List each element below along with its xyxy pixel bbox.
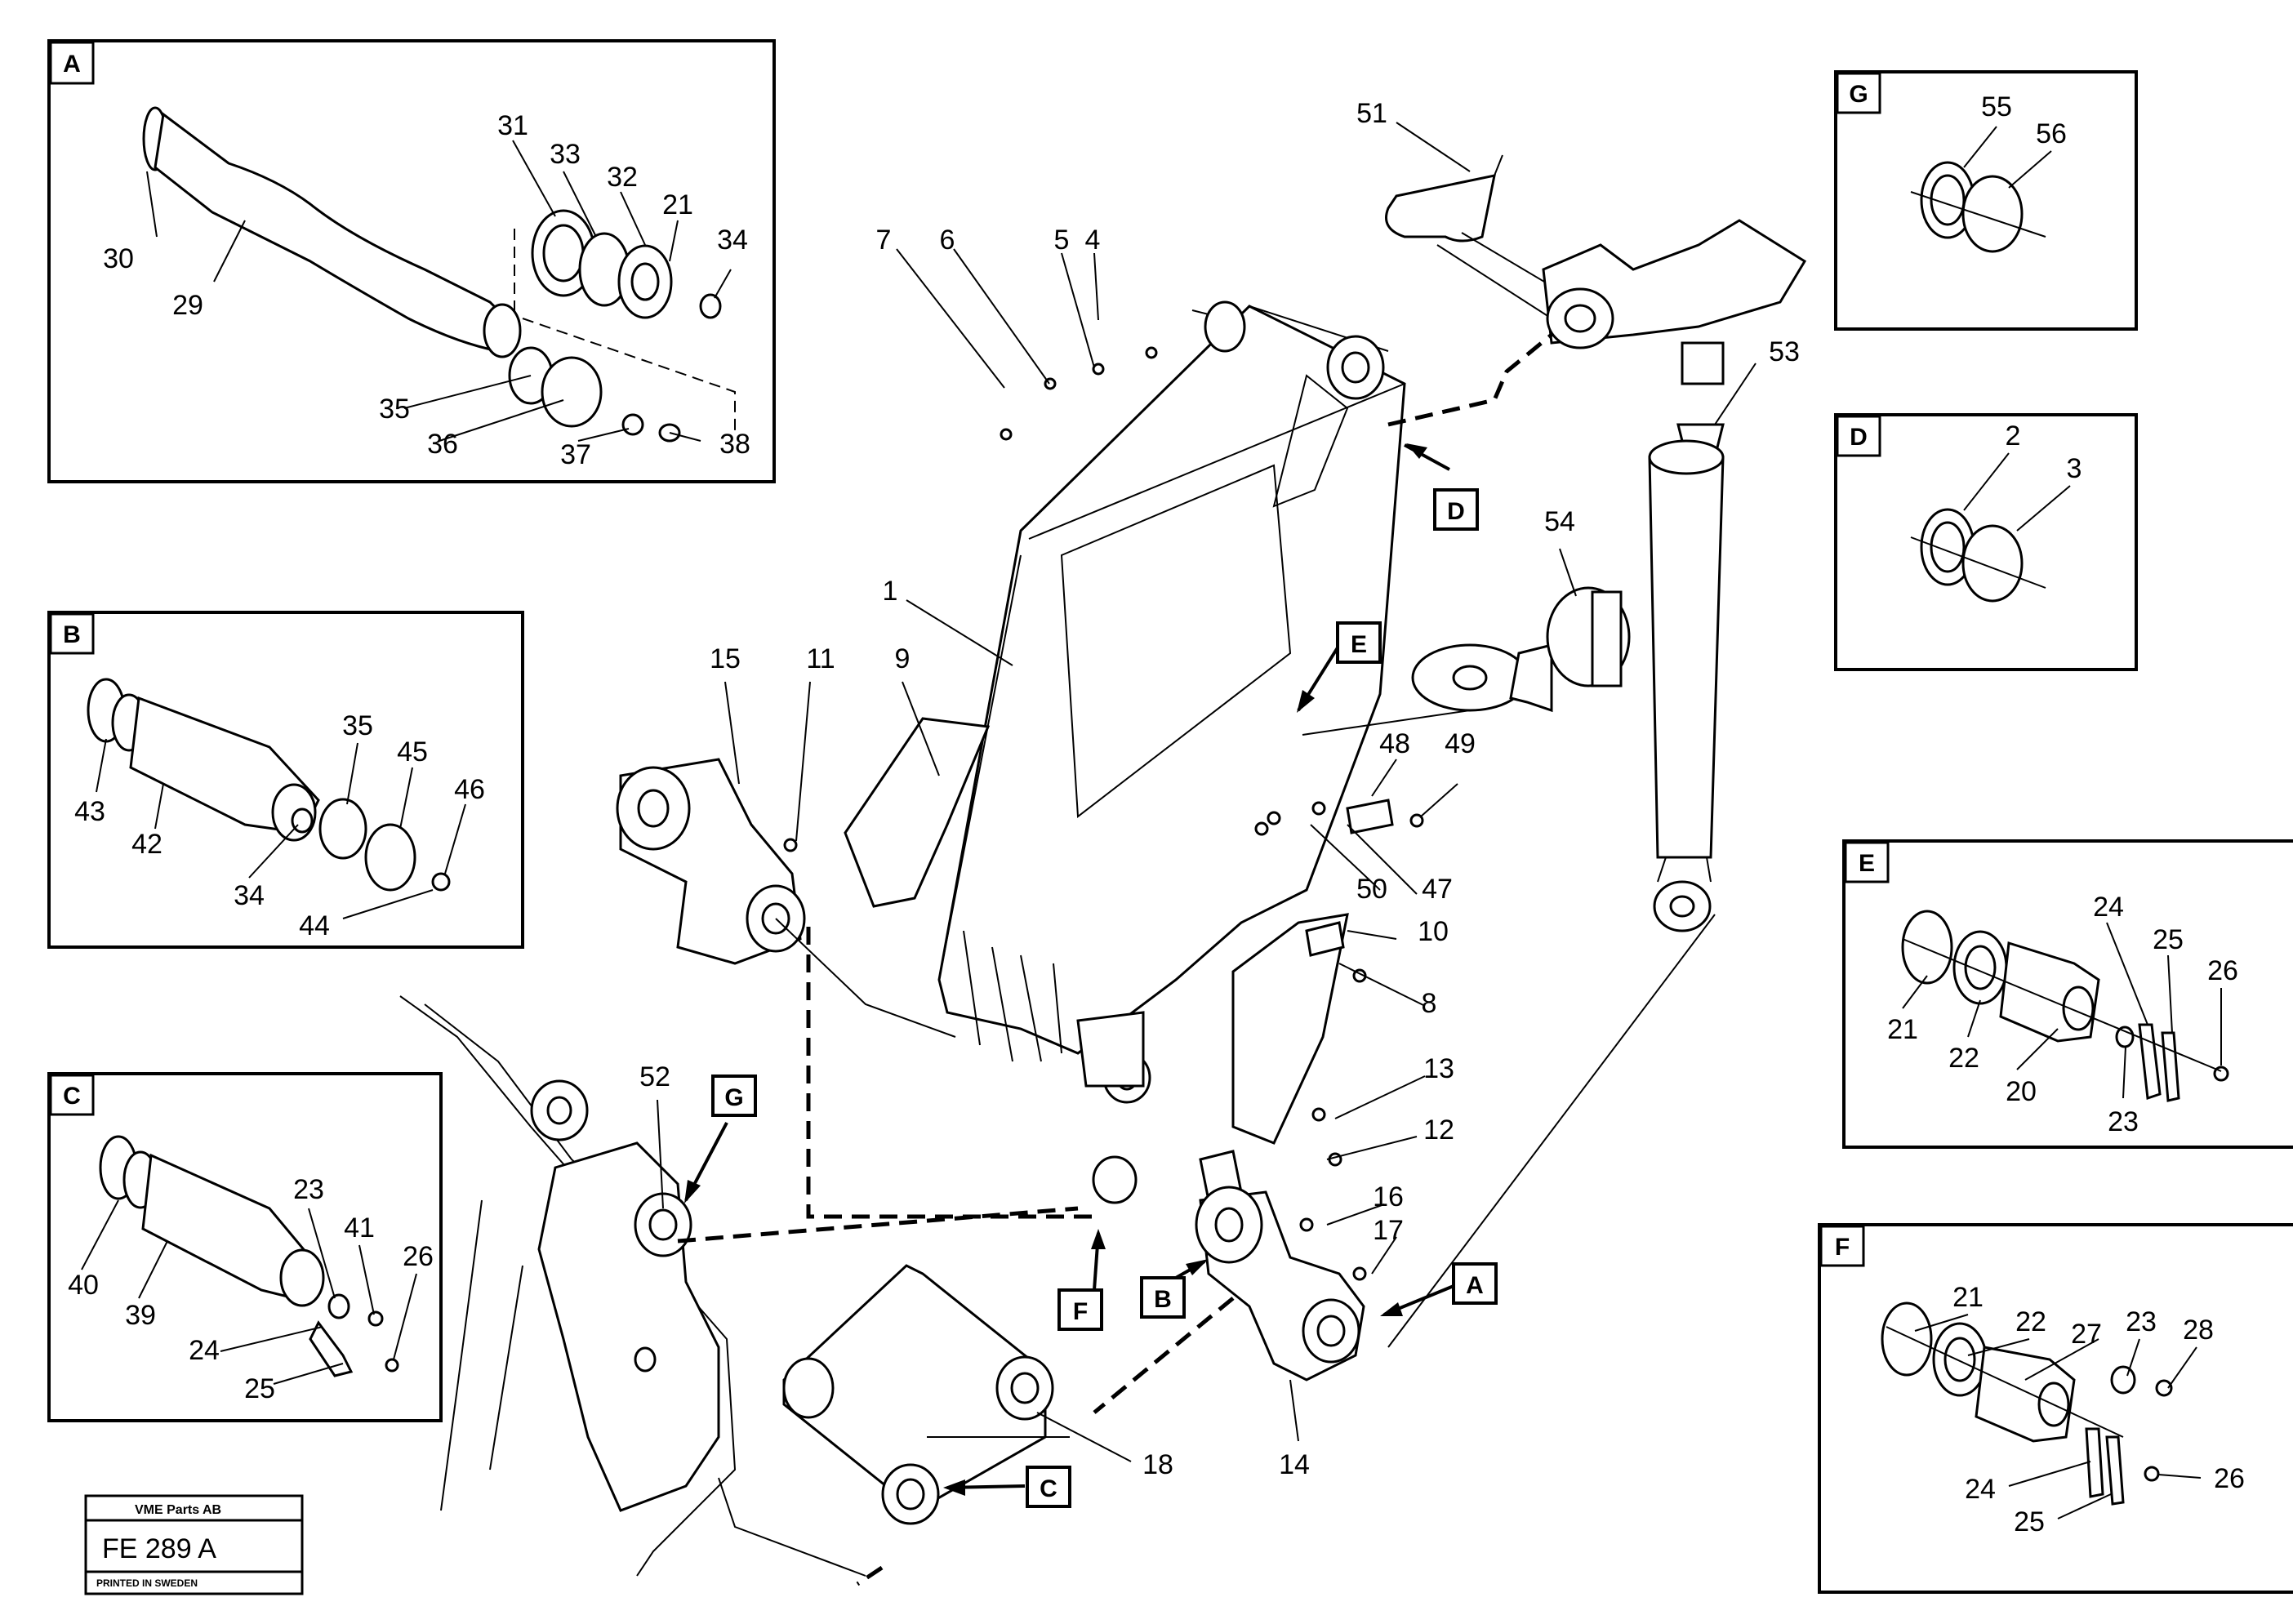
part-number: 3 — [2067, 453, 2082, 484]
part-number: 15 — [710, 643, 741, 674]
part-number: 23 — [2108, 1106, 2139, 1137]
detail-panel-f: F 21 22 23 27 28 24 26 25 — [1818, 1223, 2293, 1594]
part-number: 22 — [2015, 1306, 2046, 1337]
printed-note: PRINTED IN SWEDEN — [96, 1577, 198, 1589]
part-number: 2 — [2006, 420, 2021, 452]
main-part-numbers: 51 53 54 7 6 5 4 1 15 11 9 48 49 50 47 1… — [639, 98, 1800, 1480]
part-number: 6 — [940, 225, 955, 256]
panel-tag: B — [63, 621, 81, 648]
part-number: 23 — [2126, 1306, 2157, 1337]
callout-label: D — [1447, 498, 1465, 525]
part-number: 26 — [403, 1241, 434, 1272]
part-number: 24 — [2093, 892, 2124, 923]
part-number: 49 — [1445, 728, 1476, 759]
title-block: VME Parts AB FE 289 A PRINTED IN SWEDEN — [84, 1494, 304, 1595]
part-number: 25 — [2153, 924, 2184, 955]
main-assembly — [399, 154, 1807, 1577]
part-number: 11 — [806, 643, 835, 674]
part-number: 7 — [876, 225, 892, 256]
part-number: 24 — [189, 1335, 220, 1366]
panel-tag: D — [1850, 424, 1868, 451]
part-number: 51 — [1356, 98, 1387, 129]
part-number: 46 — [454, 774, 485, 805]
detail-panel-c: C 23 41 26 40 39 24 25 — [47, 1072, 443, 1422]
detail-panel-d: D 2 3 — [1834, 413, 2138, 671]
part-number: 40 — [68, 1270, 99, 1301]
panel-tag: F — [1835, 1234, 1850, 1261]
part-number: 47 — [1422, 874, 1453, 905]
part-number: 16 — [1373, 1181, 1404, 1212]
part-number: 50 — [1356, 874, 1387, 905]
part-number: 20 — [2006, 1076, 2037, 1107]
callout-label: B — [1154, 1286, 1172, 1313]
part-number: 45 — [397, 736, 428, 768]
panel-tag: C — [63, 1083, 81, 1110]
part-number: 35 — [379, 394, 410, 425]
part-number: 31 — [497, 110, 528, 141]
part-number: 32 — [607, 162, 638, 193]
part-number: 24 — [1965, 1474, 1996, 1505]
connector-lines — [677, 333, 1716, 1586]
callout-boxes: D E G F B A C — [684, 443, 1498, 1508]
callout-label: E — [1351, 631, 1367, 658]
part-number: 34 — [234, 880, 265, 911]
part-number: 21 — [1887, 1014, 1918, 1045]
part-number: 21 — [1952, 1282, 1984, 1313]
part-number: 29 — [172, 290, 203, 321]
callout-label: A — [1466, 1272, 1484, 1299]
main-leaders — [657, 122, 1756, 1462]
part-number: 25 — [244, 1373, 275, 1404]
callout-label: G — [724, 1084, 743, 1111]
part-number: 26 — [2207, 955, 2238, 986]
part-number: 54 — [1544, 506, 1575, 537]
part-number: 23 — [293, 1174, 324, 1205]
part-number: 37 — [560, 439, 591, 470]
part-number: 39 — [125, 1300, 156, 1331]
part-number: 34 — [717, 225, 748, 256]
part-number: 10 — [1418, 916, 1449, 947]
part-number: 17 — [1373, 1215, 1404, 1246]
panel-tag: A — [63, 51, 81, 78]
detail-panel-g: G 55 56 — [1834, 70, 2138, 331]
part-number: 25 — [2014, 1506, 2045, 1537]
part-number: 8 — [1422, 988, 1437, 1019]
part-number: 56 — [2036, 118, 2067, 149]
drawing-number: FE 289 A — [102, 1533, 216, 1564]
part-number: 18 — [1142, 1449, 1173, 1480]
detail-panel-a: A 31 33 32 21 34 30 29 35 36 37 38 — [47, 39, 776, 483]
detail-panel-e: E 24 25 26 21 22 20 23 — [1842, 839, 2293, 1149]
part-number: 35 — [342, 710, 373, 741]
part-number: 38 — [719, 429, 750, 460]
part-number: 52 — [639, 1061, 670, 1092]
callout-label: C — [1040, 1475, 1057, 1502]
part-number: 4 — [1085, 225, 1101, 256]
part-number: 27 — [2071, 1319, 2102, 1350]
part-number: 28 — [2183, 1315, 2214, 1346]
panel-tag: E — [1859, 850, 1875, 877]
part-number: 41 — [344, 1212, 375, 1244]
part-number: 42 — [131, 829, 163, 860]
part-number: 36 — [427, 429, 458, 460]
part-number: 13 — [1423, 1053, 1454, 1084]
part-number: 43 — [74, 796, 105, 827]
part-number: 48 — [1379, 728, 1410, 759]
detail-panel-b: B 35 45 46 43 42 34 44 — [47, 611, 524, 949]
panel-tag: G — [1849, 81, 1868, 108]
part-number: 21 — [662, 189, 693, 220]
part-number: 55 — [1981, 91, 2012, 122]
part-number: 26 — [2214, 1463, 2245, 1494]
part-number: 53 — [1769, 336, 1800, 367]
part-number: 14 — [1279, 1449, 1310, 1480]
part-number: 5 — [1054, 225, 1070, 256]
part-number: 9 — [895, 643, 911, 674]
company-name: VME Parts AB — [135, 1503, 221, 1517]
callout-label: F — [1073, 1298, 1088, 1325]
part-number: 1 — [883, 576, 898, 607]
part-number: 22 — [1948, 1043, 1979, 1074]
part-number: 30 — [103, 243, 134, 274]
part-number: 12 — [1423, 1115, 1454, 1146]
part-number: 44 — [299, 910, 330, 941]
part-number: 33 — [550, 139, 581, 170]
